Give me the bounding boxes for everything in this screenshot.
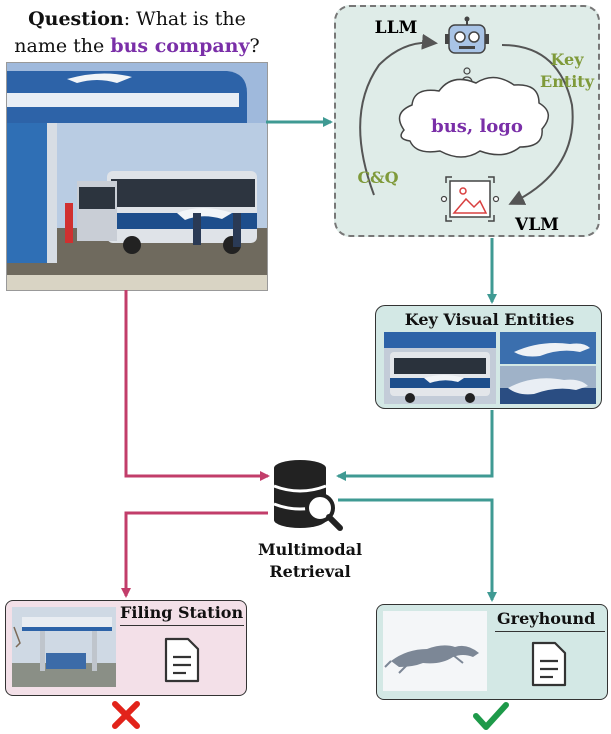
result-title-wrong: Filing Station <box>120 603 244 622</box>
retrieval-label-line1: Multimodal <box>257 540 363 559</box>
document-icon <box>164 637 200 683</box>
result-title-correct: Greyhound <box>497 609 596 628</box>
document-icon <box>531 641 567 687</box>
arrow-question-to-retrieval <box>124 290 270 481</box>
retrieval-label-line2: Retrieval <box>269 562 351 581</box>
key-visual-entities-panel: Key Visual Entities <box>375 305 602 409</box>
llm-vlm-diagram: LLM VLM Key Entity C&Q bus, logo <box>357 16 595 235</box>
cloud-shape <box>398 76 549 158</box>
question-body: : What is the name the <box>14 8 246 57</box>
cq-arc <box>359 33 438 196</box>
arrow-retrieval-to-wrong <box>121 511 268 598</box>
logo-crop-image-2 <box>500 366 596 404</box>
llm-label: LLM <box>375 18 418 38</box>
key-entity-label-1: Key <box>550 50 584 69</box>
arrow-retrieval-to-correct <box>338 498 497 602</box>
cloud-text: bus, logo <box>431 116 523 137</box>
question-label: Question <box>28 8 124 30</box>
result-divider-correct <box>495 631 605 632</box>
question-end: ? <box>249 35 260 57</box>
image-scan-icon <box>440 176 500 222</box>
result-card-wrong: Filing Station <box>5 600 247 696</box>
bus-crop-image <box>384 332 496 404</box>
arrow-entities-to-retrieval <box>336 410 494 481</box>
key-entity-arc <box>501 44 574 205</box>
logo-crop-image-1 <box>500 332 596 364</box>
greyhound-logo-image <box>383 611 487 691</box>
check-icon <box>473 702 509 730</box>
vlm-label: VLM <box>514 215 559 235</box>
key-entity-label-2: Entity <box>540 72 595 91</box>
filing-station-image <box>12 607 116 687</box>
retrieval-label: Multimodal Retrieval <box>245 539 375 583</box>
cross-icon <box>112 701 140 729</box>
database-search-icon <box>273 460 343 531</box>
result-divider-wrong <box>120 625 244 626</box>
question-highlight: bus company <box>110 35 250 57</box>
question-text: Question: What is the name the bus compa… <box>6 6 268 60</box>
robot-icon <box>445 16 489 54</box>
key-visual-entities-title: Key Visual Entities <box>404 310 575 329</box>
result-card-correct: Greyhound <box>376 604 608 700</box>
cq-label: C&Q <box>357 168 398 187</box>
bus-station-photo <box>6 62 268 291</box>
